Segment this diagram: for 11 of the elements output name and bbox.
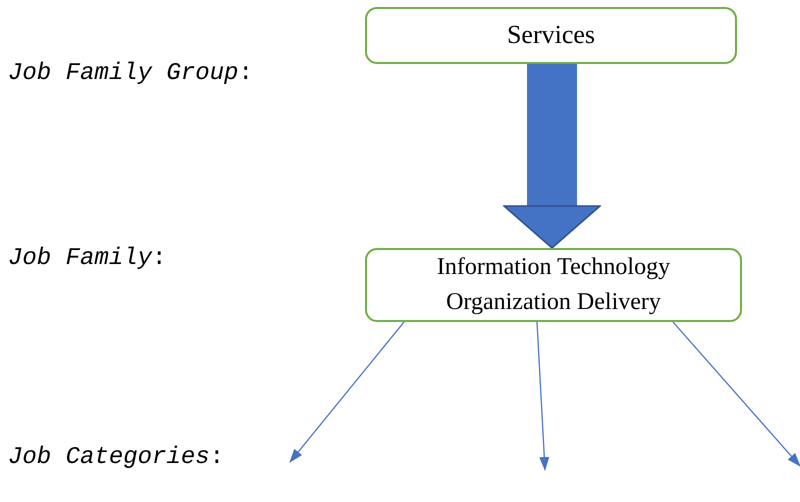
box-text: Information Technology Organization Delivery: [436, 253, 672, 317]
level-label: Job Family Group:: [8, 62, 253, 86]
block-arrow: [503, 64, 601, 249]
arrow: [672, 322, 800, 467]
level-label: Job Categories:: [8, 446, 224, 470]
box-text: Services: [506, 19, 596, 52]
level-label: Job Family:: [8, 247, 166, 271]
rounded-box: [365, 7, 737, 64]
arrow: [289, 322, 404, 463]
arrow: [536, 322, 550, 471]
rounded-box: [365, 248, 742, 322]
